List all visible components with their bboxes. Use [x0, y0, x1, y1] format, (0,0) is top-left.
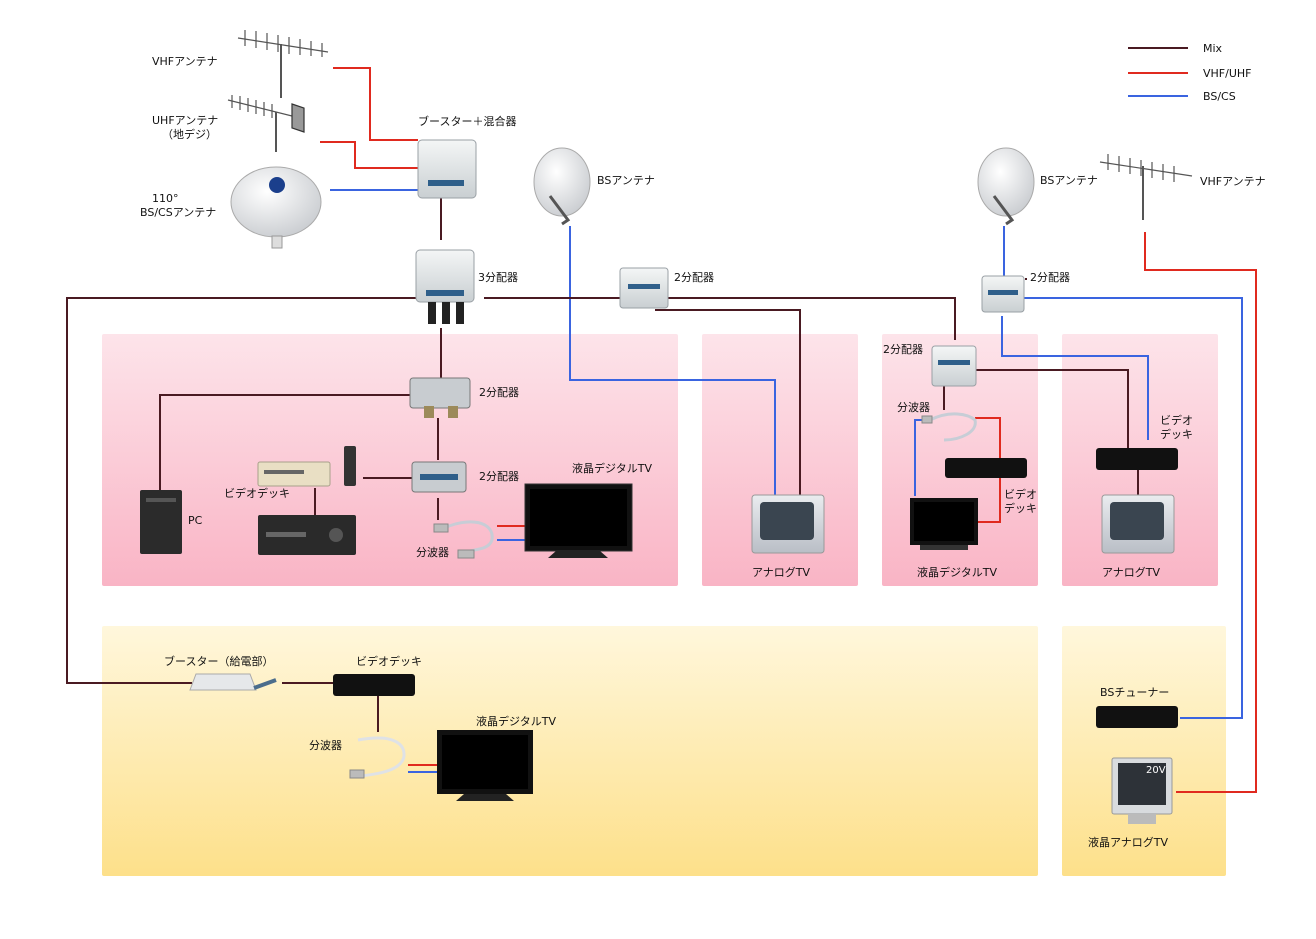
- video-deck-room4-label-2: デッキ: [1160, 427, 1193, 441]
- bs-antenna-right: [977, 147, 1035, 226]
- video-deck-room3-label-2: デッキ: [1004, 501, 1037, 515]
- splitter-2way-room1-a: [409, 377, 471, 418]
- vhf-antenna-right-label: VHFアンテナ: [1200, 175, 1266, 188]
- room-6-area: [1062, 626, 1226, 876]
- diplexer-room3: [921, 412, 977, 442]
- lcd-digital-tv-room1: [524, 483, 633, 558]
- video-deck-room1: [257, 446, 356, 487]
- uhf-antenna-label: UHFアンテナ: [152, 114, 218, 127]
- lcd-digital-tv-room3: [910, 498, 978, 550]
- booster-power-label: ブースター（給電部）: [164, 654, 273, 668]
- video-deck-room3-label-1: ビデオ: [1004, 487, 1037, 501]
- video-deck-room5-label: ビデオデッキ: [356, 654, 422, 668]
- video-deck-room4-label-1: ビデオ: [1160, 413, 1193, 427]
- legend: Mix VHF/UHF BS/CS: [1128, 42, 1251, 103]
- booster-mixer-box: [417, 139, 477, 199]
- vhf-antenna-right: [1099, 154, 1193, 220]
- legend-vhf-uhf-label: VHF/UHF: [1203, 67, 1251, 80]
- analog-tv-room2-label: アナログTV: [752, 565, 810, 579]
- diplexer-room3-label: 分波器: [897, 401, 930, 414]
- uhf-antenna-sublabel: （地デジ）: [162, 127, 217, 141]
- bs-tuner: [1096, 706, 1178, 728]
- diplexer-room5-label: 分波器: [309, 739, 342, 752]
- lcd-analog-tv: [1111, 757, 1173, 824]
- rooms: [102, 334, 1226, 876]
- bscs-antenna-label-1: 110°: [152, 192, 179, 205]
- splitter-2way-top-mid: [619, 267, 669, 309]
- analog-tv-room4-label: アナログTV: [1102, 565, 1160, 579]
- bs-antenna-mid-label: BSアンテナ: [597, 174, 655, 187]
- diplexer-room1-label: 分波器: [416, 546, 449, 559]
- splitter-2way-top-right: [981, 275, 1025, 313]
- video-deck-room3: [945, 458, 1027, 478]
- pc-label: PC: [188, 514, 203, 527]
- lcd-digital-tv-room1-label: 液晶デジタルTV: [572, 461, 652, 475]
- av-receiver-room1: [258, 515, 356, 555]
- bs-tuner-label: BSチューナー: [1100, 686, 1169, 699]
- analog-tv-room4: [1101, 494, 1175, 554]
- bscs-antenna-110: [230, 166, 322, 249]
- splitter-3way-label: 3分配器: [478, 271, 518, 284]
- splitter-2way-room1-b-label: 2分配器: [479, 470, 519, 483]
- video-deck-room4: [1096, 448, 1178, 470]
- vhf-antenna-left-label: VHFアンテナ: [152, 55, 218, 68]
- lcd-analog-tv-label: 液晶アナログTV: [1088, 835, 1168, 849]
- splitter-2way-top-right-label: 2分配器: [1030, 271, 1070, 284]
- cables-bs-cs: [330, 189, 1243, 773]
- lcd-digital-tv-room3-label: 液晶デジタルTV: [917, 565, 997, 579]
- splitter-2way-top-mid-label: 2分配器: [674, 271, 714, 284]
- lcd-digital-tv-room5-label: 液晶デジタルTV: [476, 714, 556, 728]
- lcd-digital-tv-room5: [437, 730, 533, 801]
- bs-antenna-mid: [533, 147, 591, 226]
- bscs-antenna-label-2: BS/CSアンテナ: [140, 206, 216, 219]
- diplexer-room5: [349, 736, 406, 779]
- booster-mixer-label: ブースター＋混合器: [418, 114, 516, 128]
- splitter-3way: [415, 249, 475, 324]
- analog-tv-room2: [751, 494, 825, 554]
- video-deck-room1-label: ビデオデッキ: [224, 486, 290, 500]
- booster-power-unit: [189, 673, 277, 691]
- splitter-2way-room3: [931, 345, 977, 387]
- vhf-antenna-left: [237, 30, 329, 98]
- diplexer-room1: [433, 520, 494, 559]
- bs-antenna-right-label: BSアンテナ: [1040, 174, 1098, 187]
- video-deck-room5: [333, 674, 415, 696]
- legend-mix-label: Mix: [1203, 42, 1223, 55]
- uhf-antenna: [227, 95, 305, 152]
- legend-bs-cs-label: BS/CS: [1203, 90, 1236, 103]
- splitter-2way-room1-a-label: 2分配器: [479, 386, 519, 399]
- pc-tower: [140, 490, 182, 554]
- lcd-analog-tv-badge: 20V: [1146, 765, 1166, 776]
- splitter-2way-room1-b: [411, 461, 467, 493]
- splitter-2way-room3-label: 2分配器: [883, 343, 923, 356]
